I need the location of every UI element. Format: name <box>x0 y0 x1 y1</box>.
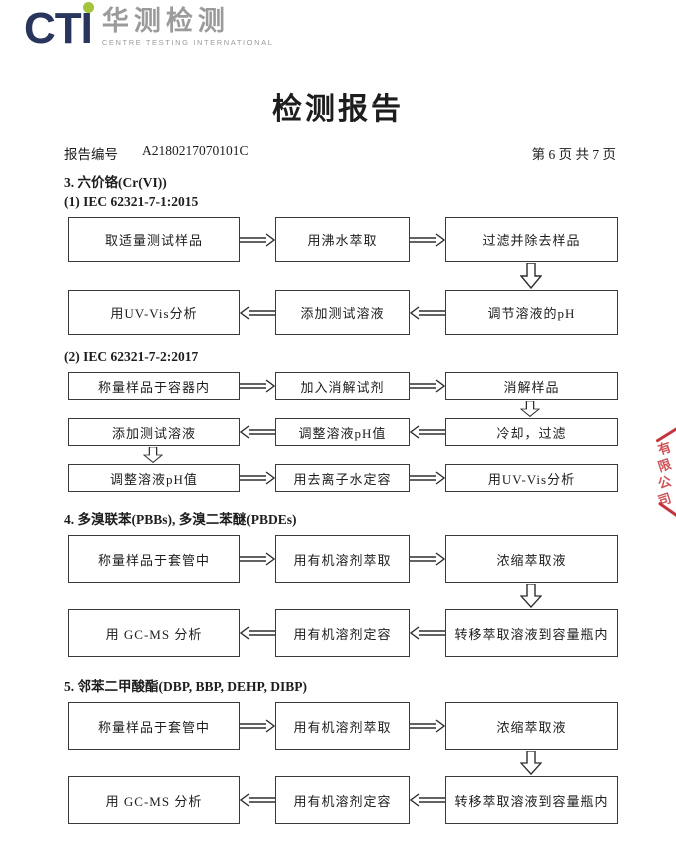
flow-step: 用有机溶剂定容 <box>275 776 410 824</box>
flow-step: 调节溶液的pH <box>445 290 618 335</box>
flow-row: 调整溶液pH值 用去离子水定容 用UV-Vis分析 <box>68 464 620 492</box>
flow-step: 添加测试溶液 <box>275 290 410 335</box>
section-3-method-1-heading: (1) IEC 62321-7-1:2015 <box>64 194 199 209</box>
flow-step: 加入消解试剂 <box>275 372 410 400</box>
flow-row: 添加测试溶液 调整溶液pH值 冷却，过滤 <box>68 418 620 446</box>
section-5-heading: 5. 邻苯二甲酸酯(DBP, BBP, DEHP, DIBP) <box>64 679 308 694</box>
cti-logo-text: CTI <box>24 2 94 51</box>
flow-row: 取适量测试样品 用沸水萃取 过滤并除去样品 <box>68 217 620 262</box>
flow-connector-row <box>68 583 620 609</box>
arrow-right-icon <box>410 552 445 566</box>
page-title: 检测报告 <box>272 93 404 126</box>
logo-chinese-name: 华测检测 <box>101 6 230 36</box>
arrow-left-icon <box>240 626 275 640</box>
arrow-down-icon <box>143 447 163 463</box>
logo-green-dot-icon <box>82 2 94 13</box>
flow-connector-row <box>68 446 620 464</box>
flow-step: 添加测试溶液 <box>68 418 240 446</box>
flowchart-pbbs-pbdes: 称量样品于套管中 用有机溶剂萃取 浓缩萃取液 用 GC-MS 分析 用有机溶剂定… <box>68 535 620 657</box>
arrow-left-icon <box>410 306 445 320</box>
flow-connector-row <box>68 750 620 776</box>
flow-row: 用 GC-MS 分析 用有机溶剂定容 转移萃取溶液到容量瓶内 <box>68 776 620 824</box>
report-number-group: 报告编号 A2180217070101C <box>64 143 249 163</box>
flow-step: 用UV-Vis分析 <box>68 290 240 335</box>
arrow-right-icon <box>410 471 445 485</box>
flow-step: 用 GC-MS 分析 <box>68 609 240 657</box>
arrow-right-icon <box>410 719 445 733</box>
flow-step: 取适量测试样品 <box>68 217 240 262</box>
arrow-left-icon <box>240 793 275 807</box>
flow-step: 称量样品于套管中 <box>68 702 240 750</box>
flow-step: 称量样品于容器内 <box>68 372 240 400</box>
flow-connector-row <box>68 400 620 418</box>
report-number-value: A2180217070101C <box>142 143 249 158</box>
flow-row: 称量样品于套管中 用有机溶剂萃取 浓缩萃取液 <box>68 702 620 750</box>
flow-step: 过滤并除去样品 <box>445 217 618 262</box>
logo-wordmark: 华测检测 CENTRE TESTING INTERNATIONAL <box>102 8 274 49</box>
arrow-right-icon <box>240 379 275 393</box>
page-indicator: 第 6 页 共 7 页 <box>531 147 616 162</box>
cti-logo: CTI 华测检测 CENTRE TESTING INTERNATIONAL <box>24 2 274 51</box>
flow-step: 调整溶液pH值 <box>275 418 410 446</box>
flow-row: 称量样品于套管中 用有机溶剂萃取 浓缩萃取液 <box>68 535 620 583</box>
flow-step: 用UV-Vis分析 <box>445 464 618 492</box>
flowchart-iec-62321-7-1: 取适量测试样品 用沸水萃取 过滤并除去样品 用UV-Vis分析 添加测试溶液 调… <box>68 217 620 335</box>
arrow-right-icon <box>240 552 275 566</box>
flow-step: 用 GC-MS 分析 <box>68 776 240 824</box>
flow-step: 转移萃取溶液到容量瓶内 <box>445 609 618 657</box>
flow-step: 用有机溶剂萃取 <box>275 535 410 583</box>
arrow-down-icon <box>520 584 542 608</box>
red-seal-fragment: 有 限 公 司 <box>650 424 676 522</box>
flow-step: 称量样品于套管中 <box>68 535 240 583</box>
arrow-down-icon <box>520 263 542 289</box>
flow-row: 用 GC-MS 分析 用有机溶剂定容 转移萃取溶液到容量瓶内 <box>68 609 620 657</box>
arrow-left-icon <box>410 793 445 807</box>
section-3-heading: 3. 六价铬(Cr(VI)) <box>64 175 167 190</box>
report-number-label: 报告编号 <box>64 147 118 162</box>
flowchart-iec-62321-7-2: 称量样品于容器内 加入消解试剂 消解样品 添加测试溶液 调整溶液pH值 冷却，过… <box>68 372 620 492</box>
seal-char: 公 <box>656 473 674 492</box>
flow-step: 转移萃取溶液到容量瓶内 <box>445 776 618 824</box>
flow-step: 用有机溶剂定容 <box>275 609 410 657</box>
arrow-left-icon <box>410 425 445 439</box>
flow-step: 用沸水萃取 <box>275 217 410 262</box>
flow-step: 浓缩萃取液 <box>445 535 618 583</box>
seal-char: 有 <box>656 439 674 458</box>
flow-connector-row <box>68 262 620 290</box>
arrow-right-icon <box>410 379 445 393</box>
arrow-left-icon <box>240 306 275 320</box>
flow-step: 消解样品 <box>445 372 618 400</box>
flow-step: 用有机溶剂萃取 <box>275 702 410 750</box>
arrow-down-icon <box>520 401 540 417</box>
cti-logo-letters: CTI <box>24 4 93 53</box>
flow-step: 浓缩萃取液 <box>445 702 618 750</box>
arrow-right-icon <box>240 471 275 485</box>
logo-english-name: CENTRE TESTING INTERNATIONAL <box>101 38 274 47</box>
flow-row: 称量样品于容器内 加入消解试剂 消解样品 <box>68 372 620 400</box>
flow-step: 冷却，过滤 <box>445 418 618 446</box>
section-3-method-2-heading: (2) IEC 62321-7-2:2017 <box>64 349 199 364</box>
seal-text: 有 限 公 司 <box>656 439 674 508</box>
flowchart-phthalates: 称量样品于套管中 用有机溶剂萃取 浓缩萃取液 用 GC-MS 分析 用有机溶剂定… <box>68 702 620 824</box>
arrow-left-icon <box>240 425 275 439</box>
arrow-right-icon <box>410 233 445 247</box>
arrow-right-icon <box>240 233 275 247</box>
arrow-right-icon <box>240 719 275 733</box>
seal-char: 限 <box>656 456 674 475</box>
flow-step: 用去离子水定容 <box>275 464 410 492</box>
section-4-heading: 4. 多溴联苯(PBBs), 多溴二苯醚(PBDEs) <box>64 512 297 527</box>
arrow-down-icon <box>520 751 542 775</box>
flow-row: 用UV-Vis分析 添加测试溶液 调节溶液的pH <box>68 290 620 335</box>
flow-step: 调整溶液pH值 <box>68 464 240 492</box>
report-meta-row: 报告编号 A2180217070101C 第 6 页 共 7 页 <box>64 143 616 163</box>
arrow-left-icon <box>410 626 445 640</box>
